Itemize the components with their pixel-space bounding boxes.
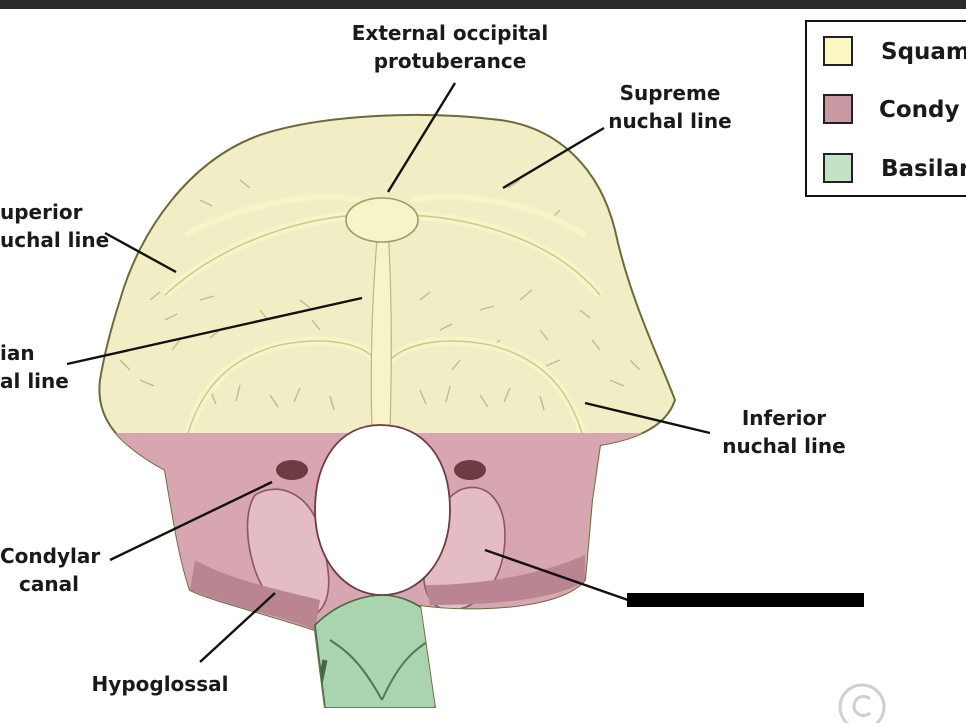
legend-swatch xyxy=(823,36,853,66)
legend-label: Condy xyxy=(879,94,960,126)
basilar-region xyxy=(315,595,448,708)
label-median-nuchal-line: ian al line xyxy=(0,339,69,395)
label-external-occipital-protuberance: External occipital protuberance xyxy=(338,19,562,75)
redaction-bar xyxy=(627,593,864,607)
label-inferior-nuchal-line: Inferior nuchal line xyxy=(711,404,857,460)
label-supreme-nuchal-line: Supreme nuchal line xyxy=(596,79,744,135)
legend-swatch xyxy=(823,153,853,183)
label-hypoglossal: Hypoglossal xyxy=(82,670,238,698)
legend-label: Squam xyxy=(881,36,966,68)
copyright-icon xyxy=(838,683,898,723)
legend-swatch xyxy=(823,94,853,124)
legend: Squam Condy Basilar xyxy=(805,20,966,197)
label-superior-nuchal-line: uperior uchal line xyxy=(0,198,109,254)
foramen-magnum xyxy=(315,425,450,595)
label-condylar-canal: Condylar canal xyxy=(0,542,98,598)
legend-label: Basilar xyxy=(881,153,966,185)
